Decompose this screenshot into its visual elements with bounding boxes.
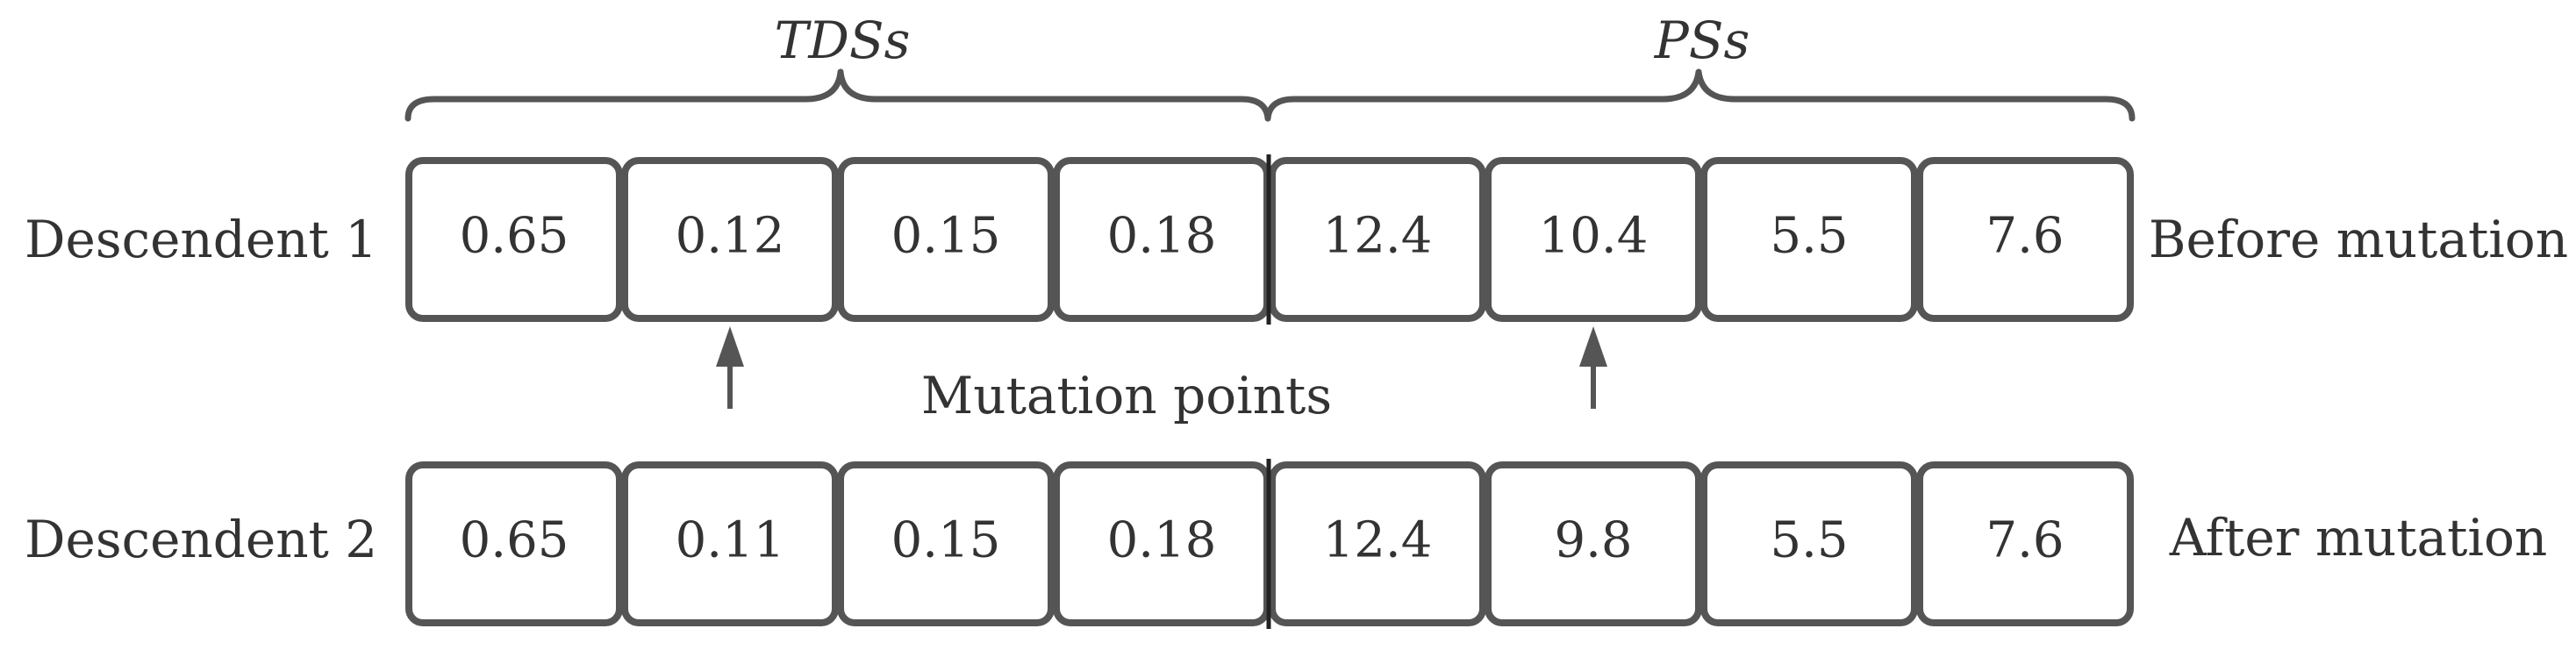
row-descendent-1: Descendent 1 0.65 0.12 0.15 0.18 12.4 10…	[25, 154, 2568, 325]
gene-value: 0.65	[460, 208, 569, 265]
gene-value: 10.4	[1539, 208, 1649, 265]
gene-value: 0.15	[891, 512, 1001, 569]
gene-value: 7.6	[1986, 512, 2064, 569]
chromosome-cells: 0.65 0.12 0.15 0.18 12.4 10.4 5.5 7.6	[405, 157, 2134, 322]
gene-value: 7.6	[1986, 208, 2064, 265]
gene-cell: 0.15	[837, 157, 1055, 322]
ps-group-label: PSs	[1654, 11, 1750, 70]
gene-value: 0.18	[1107, 208, 1217, 265]
gene-value: 5.5	[1770, 512, 1848, 569]
gene-cell: 7.6	[1916, 461, 2134, 626]
gene-cell: 5.5	[1700, 461, 1918, 626]
gene-cell: 7.6	[1916, 157, 2134, 322]
chromosome-cells: 0.65 0.11 0.15 0.18 12.4 9.8 5.5 7.6	[405, 461, 2134, 626]
gene-value: 0.11	[676, 512, 785, 569]
row-label: Descendent 2	[25, 510, 377, 569]
ps-brace	[1264, 68, 2136, 122]
mutation-points-label: Mutation points	[921, 366, 1332, 425]
gene-cell: 0.11	[621, 461, 839, 626]
gene-value: 0.12	[676, 208, 785, 265]
gene-cell: 10.4	[1485, 157, 1702, 322]
gene-value: 0.15	[891, 208, 1001, 265]
gene-value: 12.4	[1323, 208, 1433, 265]
row-descendent-2: Descendent 2 0.65 0.11 0.15 0.18 12.4 9.…	[25, 459, 2547, 629]
gene-cell: 0.12	[621, 157, 839, 322]
gene-cell: 5.5	[1700, 157, 1918, 322]
gene-value: 5.5	[1770, 208, 1848, 265]
mutation-arrow	[716, 326, 744, 409]
gene-cell: 0.65	[405, 461, 623, 626]
gene-value: 12.4	[1323, 512, 1433, 569]
gene-cell: 12.4	[1269, 461, 1486, 626]
row-status-label: After mutation	[2169, 508, 2548, 568]
gene-value: 9.8	[1554, 512, 1632, 569]
gene-cell: 0.15	[837, 461, 1055, 626]
row-status-label: Before mutation	[2149, 210, 2568, 269]
gene-cell: 0.18	[1053, 461, 1270, 626]
gene-cell: 12.4	[1269, 157, 1486, 322]
mutation-arrow	[1579, 326, 1607, 409]
gene-cell: 0.18	[1053, 157, 1270, 322]
tds-brace	[404, 68, 1271, 122]
gene-value: 0.18	[1107, 512, 1217, 569]
gene-value: 0.65	[460, 512, 569, 569]
tds-group-label: TDSs	[775, 11, 911, 70]
gene-cell: 0.65	[405, 157, 623, 322]
gene-cell: 9.8	[1485, 461, 1702, 626]
row-label: Descendent 1	[25, 210, 377, 269]
